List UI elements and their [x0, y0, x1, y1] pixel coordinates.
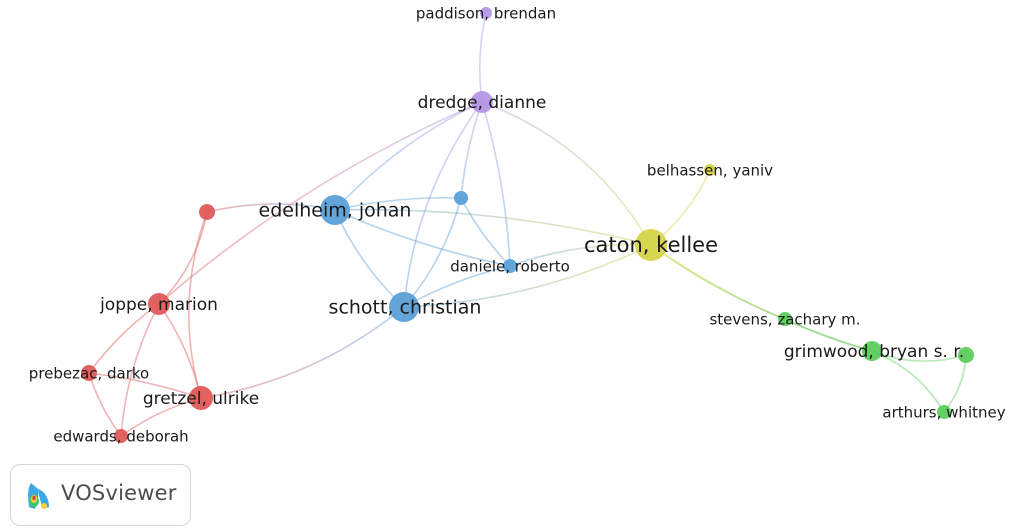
edge-schott-gretzel — [200, 306, 405, 399]
edge-caton-daniele — [509, 243, 652, 267]
vosviewer-logo: VOSviewer — [10, 464, 191, 526]
edge-red_small-joppe — [158, 211, 208, 305]
edge-caton-schott — [403, 244, 652, 308]
node-belhassen[interactable] — [704, 164, 716, 176]
node-arthurs[interactable] — [937, 405, 951, 419]
vosviewer-logo-icon — [28, 483, 49, 509]
edge-dredge-joppe — [158, 101, 483, 305]
node-grimwood[interactable] — [862, 341, 882, 361]
edge-dredge-edelheim — [334, 101, 483, 211]
node-green-small[interactable] — [958, 347, 974, 363]
node-schott[interactable] — [389, 292, 419, 322]
edge-caton-grimwood — [650, 244, 873, 352]
edge-joppe-edwards — [120, 303, 160, 437]
edge-paddison-dredge — [478, 12, 487, 103]
node-label-dredge: dredge, dianne — [418, 93, 547, 113]
edge-dredge-daniele — [481, 101, 511, 267]
node-stevens[interactable] — [778, 312, 792, 326]
vosviewer-logo-text: VOSviewer — [61, 481, 177, 505]
node-label-daniele: daniele, roberto — [450, 258, 570, 276]
node-red-small[interactable] — [199, 204, 215, 220]
node-label-stevens: stevens, zachary m. — [709, 311, 860, 329]
edge-prebezac-gretzel — [88, 372, 202, 399]
edge-caton-edelheim — [334, 208, 652, 246]
node-blue-small[interactable] — [454, 191, 468, 205]
node-paddison[interactable] — [480, 7, 492, 19]
node-label-prebezac: prebezac, darko — [29, 365, 149, 383]
node-label-paddison: paddison, brendan — [416, 5, 556, 23]
node-label-caton: caton, kellee — [584, 233, 718, 257]
labels-layer: paddison, brendan dredge, dianne belhassen… — [29, 5, 1006, 446]
nodes-layer — [81, 7, 974, 443]
edges-layer — [88, 12, 967, 437]
node-label-joppe: joppe, marion — [99, 295, 218, 315]
edge-joppe-gretzel — [158, 303, 202, 399]
node-label-schott: schott, christian — [329, 297, 482, 319]
node-prebezac[interactable] — [81, 365, 97, 381]
node-gretzel[interactable] — [189, 386, 213, 410]
node-label-edwards: edwards, deborah — [53, 428, 188, 446]
node-label-gretzel: gretzel, ulrike — [143, 389, 259, 409]
edge-dredge-schott — [403, 101, 483, 308]
node-dredge[interactable] — [471, 91, 493, 113]
node-label-arthurs: arthurs, whitney — [882, 404, 1005, 422]
node-edwards[interactable] — [114, 429, 128, 443]
node-daniele[interactable] — [503, 259, 517, 273]
node-edelheim[interactable] — [320, 195, 350, 225]
node-joppe[interactable] — [148, 293, 170, 315]
node-label-edelheim: edelheim, johan — [259, 200, 412, 222]
node-caton[interactable] — [635, 229, 667, 261]
edge-blue_small-daniele — [460, 197, 511, 267]
node-label-grimwood: grimwood, bryan s. r. — [784, 342, 964, 362]
node-label-belhassen: belhassen, yaniv — [647, 162, 773, 180]
edge-dredge-caton — [481, 101, 652, 246]
edge-edelheim-daniele — [334, 209, 511, 267]
